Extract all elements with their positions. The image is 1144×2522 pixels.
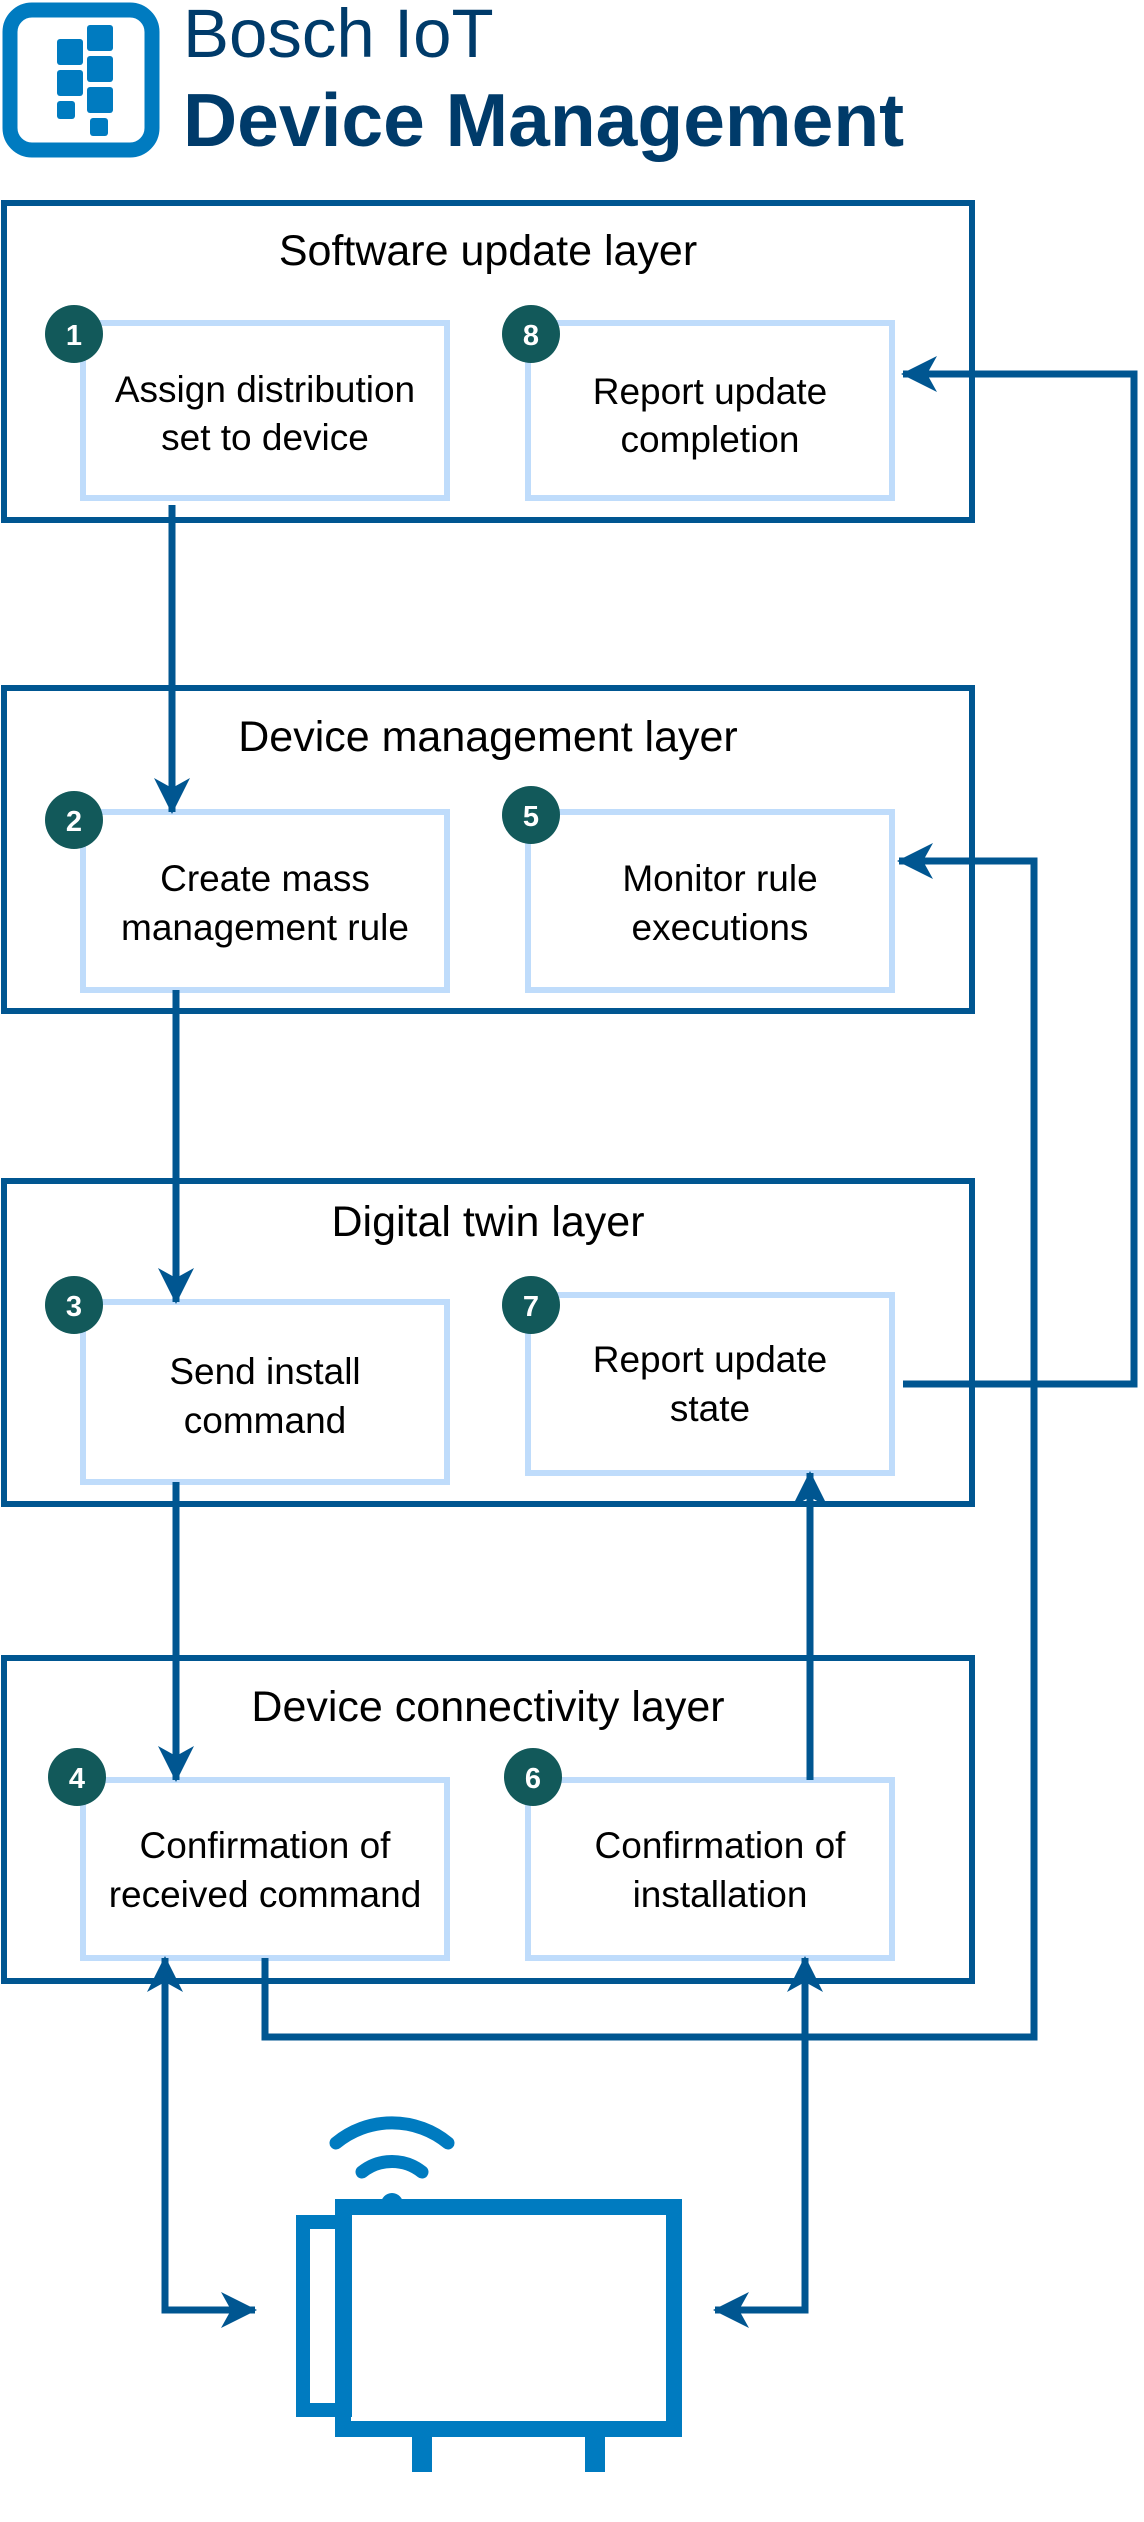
step-number: 6 (525, 1763, 541, 1795)
connected-device-icon (296, 2116, 682, 2472)
step-badge (502, 1276, 560, 1334)
step-label-line2: received command (109, 1874, 422, 1915)
step-number: 2 (66, 806, 82, 838)
step-label-line2: state (670, 1388, 750, 1429)
step-label-line2: set to device (161, 417, 369, 458)
layer-title: Device connectivity layer (251, 1683, 724, 1731)
step-label-line2: completion (621, 419, 800, 460)
step-badge (45, 1276, 103, 1334)
arrow-to-device-right (713, 2150, 809, 2328)
step-number: 7 (523, 1291, 539, 1323)
layer-title: Software update layer (279, 227, 697, 275)
bosch-iot-logo-icon (2, 2, 160, 158)
arrow-to-device-left (161, 2150, 257, 2328)
step-8: Report update completion 8 (502, 305, 895, 501)
step-5: Monitor rule executions 5 (502, 786, 895, 993)
brand-line1: Bosch IoT (183, 0, 494, 72)
step-label-line1: Confirmation of (140, 1825, 392, 1866)
brand-line2: Device Management (183, 78, 904, 162)
step-number: 1 (66, 320, 82, 352)
step-badge (45, 305, 103, 363)
header: Bosch IoT Device Management (2, 0, 904, 162)
layer-title: Digital twin layer (331, 1198, 644, 1246)
step-4: Confirmation of received command 4 (48, 1748, 450, 1961)
step-badge (48, 1748, 106, 1806)
layer-title: Device management layer (238, 713, 738, 761)
step-label-line1: Monitor rule (622, 858, 817, 899)
step-number: 3 (66, 1291, 82, 1323)
step-1: Assign distribution set to device 1 (45, 305, 450, 501)
step-label-line1: Create mass (160, 858, 370, 899)
step-number: 4 (69, 1763, 85, 1795)
step-label-line2: executions (632, 907, 809, 948)
layer-digital-twin: Digital twin layer Send install command … (1, 1178, 975, 1507)
arrow-4-to-5 (261, 843, 1038, 2041)
step-label-line1: Confirmation of (595, 1825, 847, 1866)
step-badge (502, 305, 560, 363)
step-3: Send install command 3 (45, 1276, 450, 1485)
step-badge (502, 786, 560, 844)
layer-device-management: Device management layer Create mass mana… (1, 685, 975, 1014)
step-label-line2: management rule (121, 907, 409, 948)
step-label-line2: command (184, 1400, 346, 1441)
step-label-line2: installation (633, 1874, 808, 1915)
step-label-line1: Assign distribution (115, 369, 415, 410)
arrow-7-to-8 (901, 356, 1138, 1388)
step-number: 8 (523, 320, 539, 352)
connectors (147, 356, 1138, 2328)
step-7: Report update state 7 (502, 1276, 895, 1476)
step-label-line1: Send install (169, 1351, 360, 1392)
step-6: Confirmation of installation 6 (504, 1748, 895, 1961)
step-badge (45, 791, 103, 849)
step-2: Create mass management rule 2 (45, 791, 450, 993)
step-badge (504, 1748, 562, 1806)
step-number: 5 (523, 801, 539, 833)
layer-device-connectivity: Device connectivity layer Confirmation o… (1, 1655, 975, 1984)
step-label-line1: Report update (593, 1339, 828, 1380)
step-label-line1: Report update (593, 371, 828, 412)
layer-software-update: Software update layer Assign distributio… (1, 200, 975, 523)
